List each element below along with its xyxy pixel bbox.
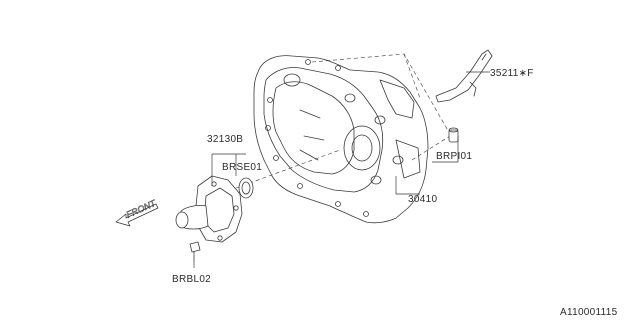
retainer-part <box>175 175 243 243</box>
label-35211f: 35211∗F <box>490 68 534 79</box>
label-brpi01: BRPI01 <box>436 151 472 162</box>
front-label: FRONT <box>125 197 159 219</box>
diagram-id: A110001115 <box>560 307 618 318</box>
oil-seal <box>238 177 254 199</box>
label-30410: 30410 <box>408 194 437 205</box>
transmission-case <box>253 55 429 224</box>
assembly-guides <box>235 53 451 189</box>
label-brse01: BRSE01 <box>222 162 262 173</box>
bolt <box>189 241 201 263</box>
leader-lines <box>193 71 490 268</box>
label-brbl02: BRBL02 <box>172 274 211 285</box>
front-arrow-icon: FRONT <box>115 197 159 227</box>
dowel-pin <box>448 127 459 143</box>
lever-part <box>435 49 493 103</box>
label-32130b: 32130B <box>207 134 243 145</box>
